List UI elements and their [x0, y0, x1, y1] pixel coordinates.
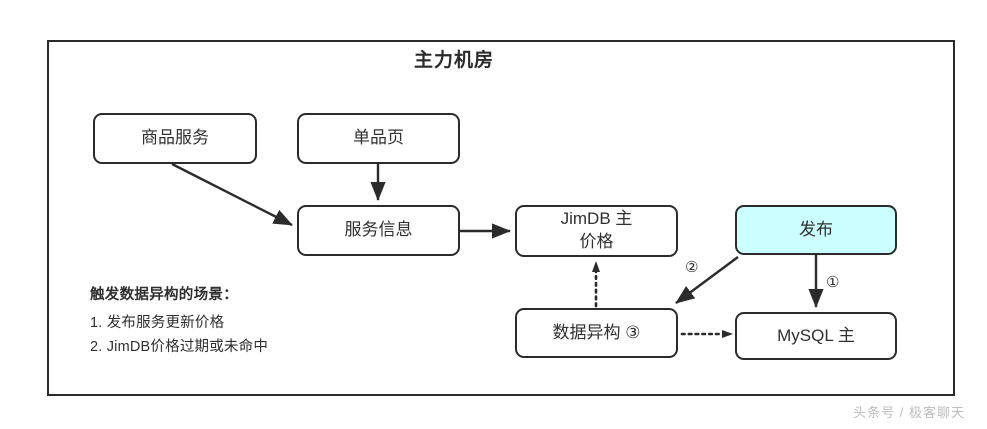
watermark: 头条号 / 极客聊天: [853, 405, 965, 420]
node-data-hetero[interactable]: 数据异构 ③: [515, 308, 678, 358]
step-marker-2: ②: [685, 259, 699, 276]
node-service-info-label: 服务信息: [344, 220, 413, 240]
node-item-page-label: 单品页: [353, 128, 404, 148]
page-title: 主力机房: [413, 50, 494, 71]
node-publish-label: 发布: [799, 219, 833, 239]
node-item-page[interactable]: 单品页: [297, 113, 460, 164]
node-mysql-master[interactable]: MySQL 主: [735, 312, 897, 360]
node-service-info[interactable]: 服务信息: [297, 205, 460, 256]
node-jimdb-master-label: JimDB 主 价格: [560, 209, 633, 251]
scenario-note-title: 触发数据异构的场景：: [90, 287, 238, 303]
scenario-note-line-2: 2. JimDB价格过期或未命中: [90, 339, 269, 355]
node-publish[interactable]: 发布: [735, 205, 897, 255]
node-mysql-master-label: MySQL 主: [777, 325, 855, 345]
scenario-note-line-1: 1. 发布服务更新价格: [90, 315, 225, 331]
node-data-hetero-label: 数据异构 ③: [552, 322, 641, 342]
node-goods-service[interactable]: 商品服务: [93, 113, 257, 164]
node-goods-service-label: 商品服务: [141, 128, 209, 148]
scenario-note: 触发数据异构的场景： 1. 发布服务更新价格 2. JimDB价格过期或未命中: [90, 283, 350, 359]
step-marker-1: ①: [826, 274, 840, 291]
node-jimdb-master[interactable]: JimDB 主 价格: [515, 205, 678, 257]
